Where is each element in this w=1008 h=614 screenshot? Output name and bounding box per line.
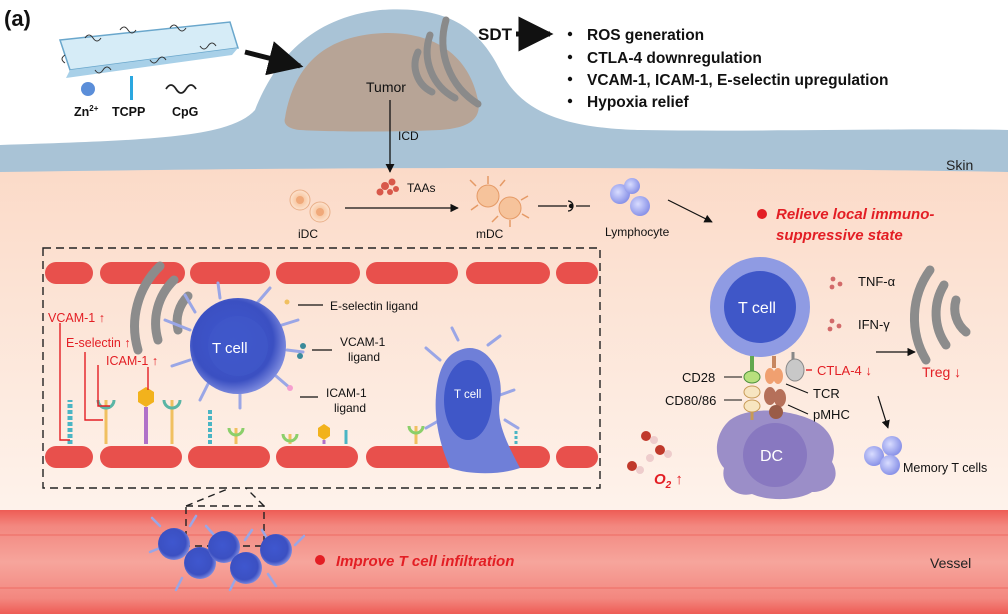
skin-layer	[0, 9, 1008, 172]
cytokine-icons	[827, 276, 843, 332]
synapse-pointers	[724, 376, 809, 415]
bullet	[567, 54, 573, 60]
taa-cluster-icon	[376, 178, 399, 196]
idc-cells	[289, 189, 331, 223]
synapse-receptors	[743, 352, 805, 420]
inset-tcell	[163, 281, 305, 410]
memory-arrow	[877, 395, 890, 429]
highlight-infiltration: Improve T cell infiltration	[336, 553, 514, 570]
sdt-label: SDT	[478, 25, 513, 44]
highlight-bullet	[757, 209, 767, 219]
icam-ligand-label-line2: ligand	[334, 401, 366, 415]
synapse-tcell	[710, 257, 810, 357]
synapse-tcell-label: T cell	[738, 300, 776, 317]
endothelium-bottom	[45, 446, 598, 468]
vcam-ligand-label-line2: ligand	[348, 350, 380, 364]
skin-label: Skin	[946, 157, 973, 173]
icam-ligand-label-line1: ICAM-1	[326, 386, 367, 400]
highlight-immuno-line1: Relieve local immuno-	[776, 206, 934, 223]
tumor-label: Tumor	[366, 79, 406, 95]
memory-label: Memory T cells	[903, 461, 987, 475]
cpg-label: CpG	[172, 105, 198, 119]
sdt-effect-item: ROS generation	[587, 27, 704, 44]
transmigrating-tcell-label: T cell	[454, 389, 481, 401]
sdt-effect-item: Hypoxia relief	[587, 94, 689, 111]
upregulation-brackets	[59, 323, 149, 441]
idc-label: iDC	[298, 227, 318, 241]
vessel-label: Vessel	[930, 555, 971, 571]
dc-label: DC	[760, 448, 783, 465]
activation-connector	[538, 200, 590, 212]
endothelium-top	[45, 262, 598, 284]
sdt-effects-list: ROS generation CTLA-4 downregulation VCA…	[567, 27, 888, 111]
sdt-effect-item: CTLA-4 downregulation	[587, 50, 762, 67]
tcr-label: TCR	[813, 386, 840, 401]
blood-vessel	[0, 510, 1008, 614]
ultrasound-wave-icon	[909, 265, 971, 365]
bullet	[567, 76, 573, 82]
highlight-bullet	[315, 555, 325, 565]
lymphocyte-cells	[610, 178, 650, 216]
oxygen-molecules	[627, 431, 672, 474]
nanosheet-arrow	[244, 41, 304, 76]
adhesion-molecules	[67, 387, 518, 444]
lymphocyte-label: Lymphocyte	[605, 225, 670, 239]
cpg-icon	[165, 84, 197, 94]
tcpp-icon	[130, 76, 133, 100]
cd8086-label: CD80/86	[665, 393, 716, 408]
inset-tcell-label: T cell	[212, 340, 248, 357]
vessel-wall-inset	[42, 247, 601, 489]
cd28-label: CD28	[682, 370, 715, 385]
nanosheet-illustration	[58, 21, 239, 78]
treg-label: Treg ↓	[922, 364, 961, 380]
vcam-ligand-label-line1: VCAM-1	[340, 335, 386, 349]
dc-nucleus	[743, 423, 807, 487]
mdc-label: mDC	[476, 227, 504, 241]
ifn-label: IFN-γ	[858, 317, 890, 332]
highlight-immuno-line2: suppressive state	[776, 227, 903, 244]
ctla4-label: CTLA-4 ↓	[817, 363, 872, 378]
o2-label: O2 ↑	[654, 471, 683, 491]
icam-up-label: ICAM-1 ↑	[106, 354, 158, 368]
e-selectin-ligand-label: E-selectin ligand	[330, 299, 418, 313]
sdt-effect-item: VCAM-1, ICAM-1, E-selectin upregulation	[587, 72, 888, 89]
transmigrating-tcell	[424, 326, 520, 474]
taas-label: TAAs	[407, 181, 435, 195]
memory-tcell-icons	[864, 436, 902, 475]
bullet	[567, 98, 573, 104]
lymphocyte-arrow	[667, 199, 713, 223]
pmhc-label: pMHC	[813, 407, 850, 422]
zinc-label: Zn2+	[74, 104, 99, 119]
tnf-label: TNF-α	[858, 274, 896, 289]
vcam-up-label: VCAM-1 ↑	[48, 311, 105, 325]
zinc-icon	[81, 82, 95, 96]
tcpp-label: TCPP	[112, 105, 145, 119]
bullet	[567, 31, 573, 37]
mdc-cells	[469, 176, 530, 227]
icd-label: ICD	[398, 129, 419, 143]
ligand-markers	[284, 299, 306, 391]
vessel-tcells	[148, 514, 306, 592]
ultrasound-wave-icon	[411, 16, 482, 108]
eselectin-up-label: E-selectin ↑	[66, 336, 131, 350]
panel-label: (a)	[4, 6, 31, 31]
